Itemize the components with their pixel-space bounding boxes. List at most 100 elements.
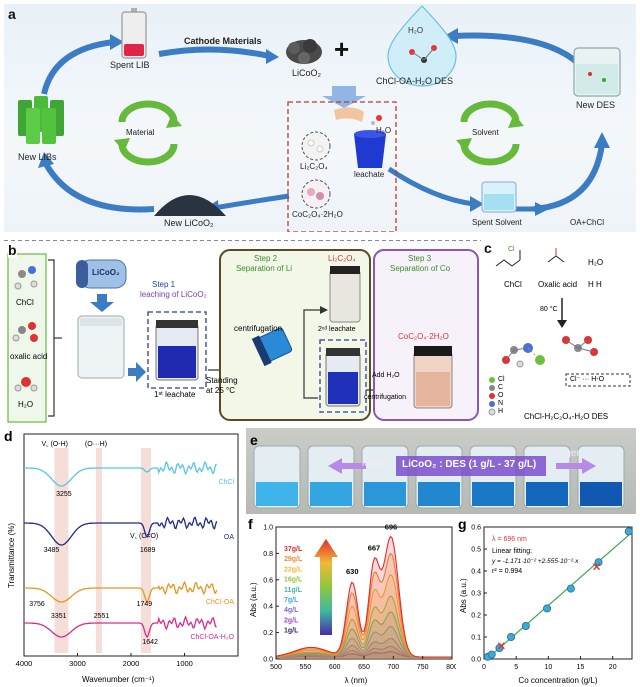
y-tick-label: 0.3 <box>471 591 481 598</box>
chcl-label: ChCl <box>16 298 34 307</box>
uv-peak-label: 630 <box>346 567 359 576</box>
vial-liquid <box>310 482 352 506</box>
ftir-peak-label: 1749 <box>137 601 153 608</box>
y-tick-label: 0.6 <box>263 577 273 584</box>
x-tick-label: 700 <box>387 664 399 671</box>
y-tick-label: 0.5 <box>471 547 481 554</box>
panel-a-graphics <box>18 5 621 232</box>
spent-lib-label: Spent LIB <box>110 60 150 70</box>
ratio-label: LiCoO₂ : DES (1 g/L - 37 g/L) <box>402 459 537 470</box>
temperature-label: 80 °C <box>540 306 558 313</box>
uv-peak-label: 696 <box>385 522 398 531</box>
hand-icon <box>334 107 364 122</box>
outlier-mark <box>593 563 601 571</box>
calib-point <box>487 650 496 659</box>
arrow-oachcl-to-newdes <box>533 143 605 212</box>
uv-legend: 37g/L29g/L22g/L16g/L11g/L7g/L4g/L2g/L1g/… <box>284 546 303 635</box>
vials-graphic <box>253 445 625 509</box>
panel-label-g: g <box>458 517 467 532</box>
h2o-label-c: H H <box>588 280 602 289</box>
x-tick-label: 650 <box>358 664 370 671</box>
calib-point <box>594 558 603 567</box>
legend-c: C <box>498 384 504 391</box>
uv-series-area <box>276 553 452 659</box>
second-leachate-label: 2ⁿᵈ leachate <box>318 326 356 333</box>
y-tick-label: 1.0 <box>263 525 273 532</box>
panel-b: b ChCl oxalic acid H₂O LiCoO₂ Step 1 lea… <box>4 240 481 426</box>
h2o-label: H₂O <box>376 126 392 135</box>
cl-tag: Cl <box>508 246 515 253</box>
calib-points <box>483 527 633 661</box>
step1-title: Step 1 <box>152 280 176 289</box>
ftir-series-label: ChCl-OA <box>206 599 234 606</box>
y-tick-label: 0.8 <box>263 551 273 558</box>
calib-point <box>521 622 530 631</box>
new-libs-label: New LIBs <box>18 152 57 162</box>
ftir-series-line <box>24 615 217 639</box>
calib-point <box>543 604 552 613</box>
uv-series-area <box>276 638 452 659</box>
chcl-label-c: ChCl <box>504 280 522 289</box>
x-tick-label: 10 <box>544 664 552 671</box>
calib-y-axis-label: Abs (a.u.) <box>459 578 468 613</box>
centrifugation-label: centrifugation <box>234 324 283 333</box>
panel-label-c: c <box>484 240 492 256</box>
vial-liquid <box>526 482 568 506</box>
x-tick-label: 20 <box>609 664 617 671</box>
calib-x-axis-label: Co concentration (g/L) <box>518 676 597 685</box>
new-des-label: New DES <box>576 100 616 110</box>
x-tick-label: 4000 <box>16 659 33 668</box>
uv-legend-entry: 37g/L <box>284 546 303 553</box>
material-cycle-label: Material <box>126 128 155 137</box>
licoo2-label: LiCoO₂ <box>292 68 322 78</box>
higher-label: higger <box>552 448 580 459</box>
r-squared-label: r² = 0.994 <box>492 568 522 575</box>
plus-sign: + <box>334 34 350 64</box>
spent-solvent-label: Spent Solvent <box>472 218 522 227</box>
vial-liquid <box>418 482 460 506</box>
uv-legend-entry: 2g/L <box>284 617 299 624</box>
y-tick-label: 0.6 <box>471 525 481 532</box>
uv-series-area <box>276 612 452 659</box>
oa-chcl-label: OA+ChCl <box>570 218 605 227</box>
calib-point <box>624 527 633 536</box>
beaker-icon <box>573 47 621 97</box>
x-tick-label: 3000 <box>69 659 86 668</box>
ftir-peak-label: 3485 <box>44 547 60 554</box>
y-tick-label: 0.4 <box>263 604 273 611</box>
uv-series-area <box>276 536 452 659</box>
legend-o: O <box>498 392 504 399</box>
y-tick-label: 0.4 <box>471 569 481 576</box>
battery-icon <box>121 8 147 59</box>
arrow-spent-to-licoo2 <box>158 46 270 59</box>
legend-n: N <box>498 400 504 407</box>
band-oh-label: V꜀ (O-H) <box>41 441 68 448</box>
ftir-x-axis-label: Wavenumber (cm⁻¹) <box>82 675 155 684</box>
panel-label-d: d <box>4 428 13 444</box>
add-h2o-label: Add H₂O <box>372 372 400 379</box>
panel-label-e: e <box>250 432 258 448</box>
ftir-y-axis-label: Transmittance (%) <box>7 523 16 588</box>
panel-label-a: a <box>8 6 16 22</box>
coc2o4-label: CoC₂O₄·2H₂O <box>292 210 343 219</box>
arrow-coc2o4-to-newlicoo2 <box>213 193 290 211</box>
leachate-label: leachate <box>354 170 385 179</box>
x-tick-label: 1000 <box>176 659 193 668</box>
uv-legend-entry: 11g/L <box>284 587 303 594</box>
new-licoo2-pile <box>154 195 226 216</box>
wavelength-label: λ = 696 nm <box>492 536 527 543</box>
uv-legend-entry: 29g/L <box>284 556 303 563</box>
band-co-label: V꜀ (C=O) <box>130 533 158 540</box>
panel-c: c Cl H₂O ChCl Oxalic acid H H 80 °C Cl⁻ … <box>484 240 636 426</box>
x-tick-label: 550 <box>299 664 311 671</box>
panel-b-graphics <box>4 240 481 423</box>
x-tick-label: 500 <box>270 664 282 671</box>
uv-y-axis-label: Abs (a.u.) <box>249 582 258 617</box>
y-tick-label: 0.0 <box>263 657 273 664</box>
panel-a: a Spent LIB Cathode Materials LiCoO₂ + H… <box>4 4 636 232</box>
